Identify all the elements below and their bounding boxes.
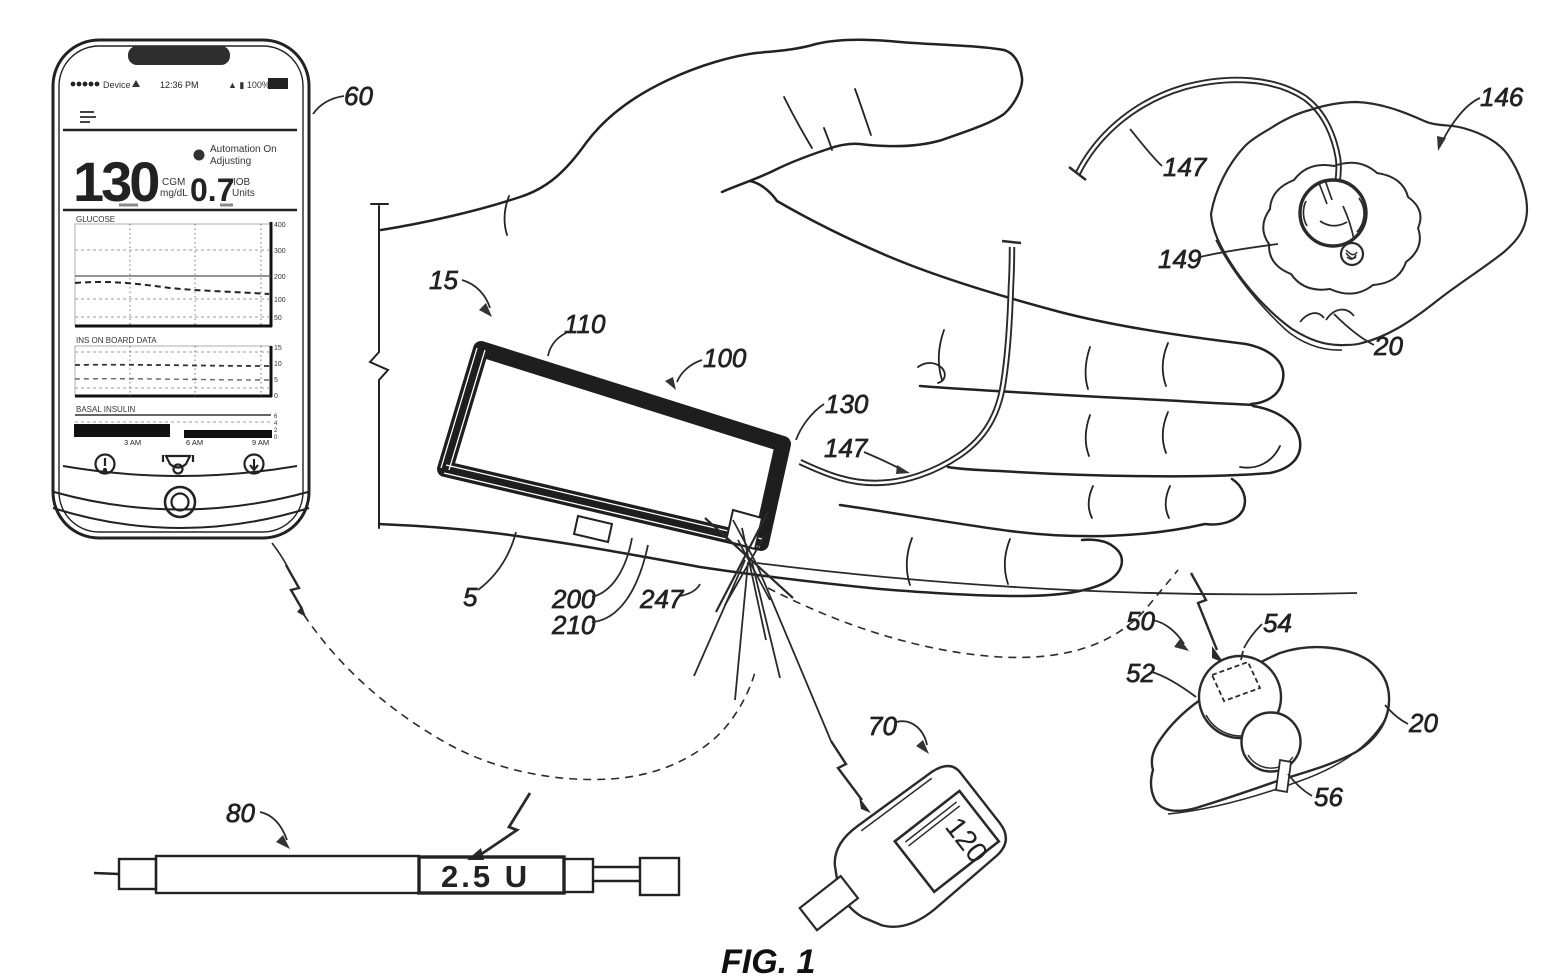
svg-text:110: 110 [564, 309, 606, 339]
svg-text:Automation On: Automation On [210, 144, 277, 155]
svg-text:300: 300 [274, 248, 286, 255]
svg-text:Units: Units [232, 188, 255, 199]
svg-text:100: 100 [703, 343, 747, 373]
svg-text:10: 10 [274, 361, 282, 368]
svg-text:247: 247 [639, 584, 685, 614]
svg-text:CGM: CGM [162, 177, 185, 188]
svg-text:200: 200 [274, 274, 286, 281]
svg-text:80: 80 [226, 798, 255, 828]
svg-text:0: 0 [274, 435, 278, 441]
svg-text:52: 52 [1126, 658, 1155, 688]
svg-text:15: 15 [429, 265, 458, 295]
svg-text:5: 5 [463, 582, 478, 612]
svg-text:6 AM: 6 AM [186, 438, 203, 447]
svg-text:2.5 U: 2.5 U [441, 859, 530, 894]
svg-text:Device: Device [103, 80, 131, 90]
svg-text:400: 400 [274, 222, 286, 229]
svg-text:GLUCOSE: GLUCOSE [76, 215, 115, 224]
svg-text:BASAL INSULIN: BASAL INSULIN [76, 405, 136, 414]
svg-text:5: 5 [274, 377, 278, 384]
svg-text:200: 200 [551, 584, 596, 614]
svg-text:50: 50 [274, 315, 282, 322]
svg-text:15: 15 [274, 345, 282, 352]
svg-text:56: 56 [1314, 782, 1343, 812]
svg-text:INS ON BOARD DATA: INS ON BOARD DATA [76, 336, 157, 345]
svg-text:210: 210 [551, 610, 596, 640]
svg-text:50: 50 [1126, 606, 1155, 636]
svg-text:0.7: 0.7 [190, 172, 234, 208]
svg-text:147: 147 [824, 433, 869, 463]
svg-text:130: 130 [73, 150, 158, 213]
svg-text:6: 6 [274, 414, 278, 420]
svg-text:IOB: IOB [233, 177, 251, 188]
svg-text:147: 147 [1163, 152, 1208, 182]
svg-text:4: 4 [274, 421, 278, 427]
svg-text:mg/dL: mg/dL [160, 188, 188, 199]
svg-text:20: 20 [1373, 331, 1403, 361]
svg-text:70: 70 [868, 711, 897, 741]
svg-text:▲ ▮ 100%: ▲ ▮ 100% [228, 80, 270, 90]
svg-text:130: 130 [825, 389, 869, 419]
svg-text:20: 20 [1408, 708, 1438, 738]
svg-text:Adjusting: Adjusting [210, 156, 251, 167]
svg-text:146: 146 [1480, 82, 1524, 112]
svg-text:9 AM: 9 AM [252, 438, 269, 447]
svg-text:FIG. 1: FIG. 1 [721, 943, 815, 979]
svg-text:60: 60 [344, 81, 373, 111]
svg-text:0: 0 [274, 393, 278, 400]
svg-text:2: 2 [274, 428, 278, 434]
svg-text:54: 54 [1263, 608, 1292, 638]
svg-text:100: 100 [274, 297, 286, 304]
svg-text:149: 149 [1158, 244, 1201, 274]
svg-text:3 AM: 3 AM [124, 438, 141, 447]
svg-text:12:36 PM: 12:36 PM [160, 80, 199, 90]
